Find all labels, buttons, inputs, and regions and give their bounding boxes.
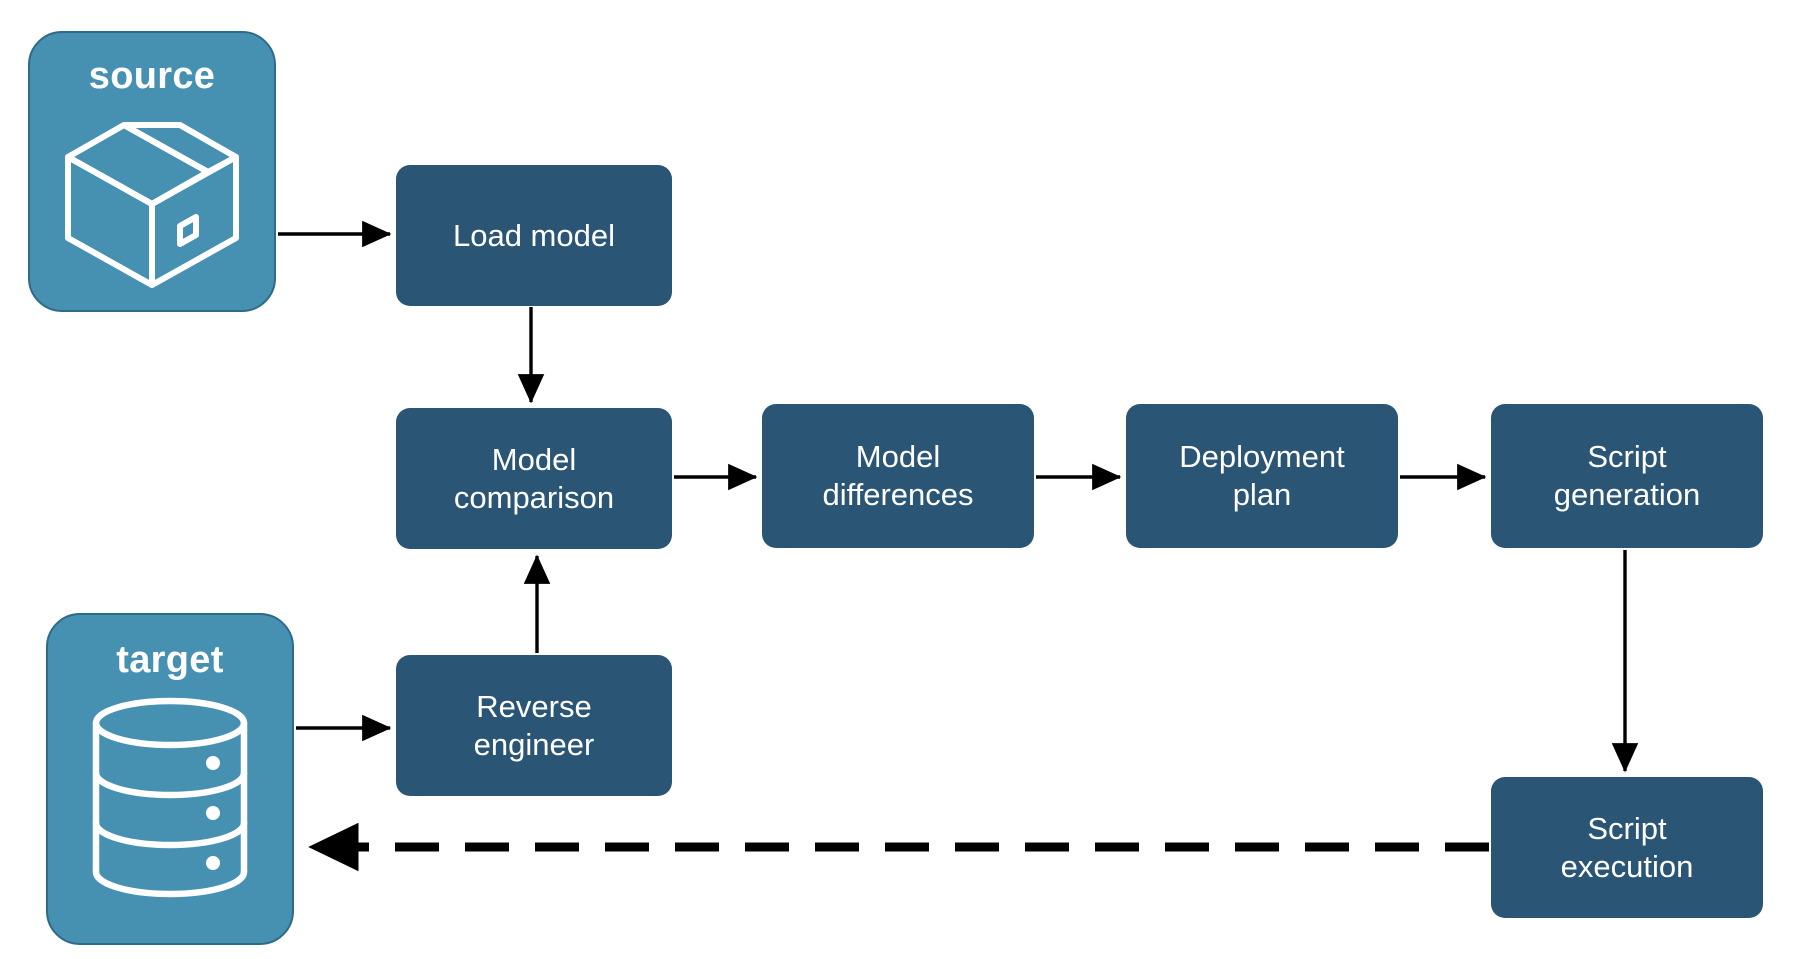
endpoint-source[interactable]: source xyxy=(28,31,276,312)
process-box-script-generation[interactable]: Script generation xyxy=(1491,404,1763,548)
endpoint-target-label: target xyxy=(116,639,224,681)
process-box-script-execution[interactable]: Script execution xyxy=(1491,777,1763,918)
package-box-icon xyxy=(62,105,242,295)
process-box-model-differences[interactable]: Model differences xyxy=(762,404,1034,548)
process-box-load-model[interactable]: Load model xyxy=(396,165,672,306)
process-box-deployment-plan[interactable]: Deployment plan xyxy=(1126,404,1398,548)
endpoint-source-label: source xyxy=(88,55,216,97)
process-box-reverse-engineer[interactable]: Reverse engineer xyxy=(396,655,672,796)
process-box-model-comparison[interactable]: Model comparison xyxy=(396,408,672,549)
endpoint-target[interactable]: target xyxy=(46,613,294,945)
database-cylinder-icon xyxy=(89,695,251,905)
